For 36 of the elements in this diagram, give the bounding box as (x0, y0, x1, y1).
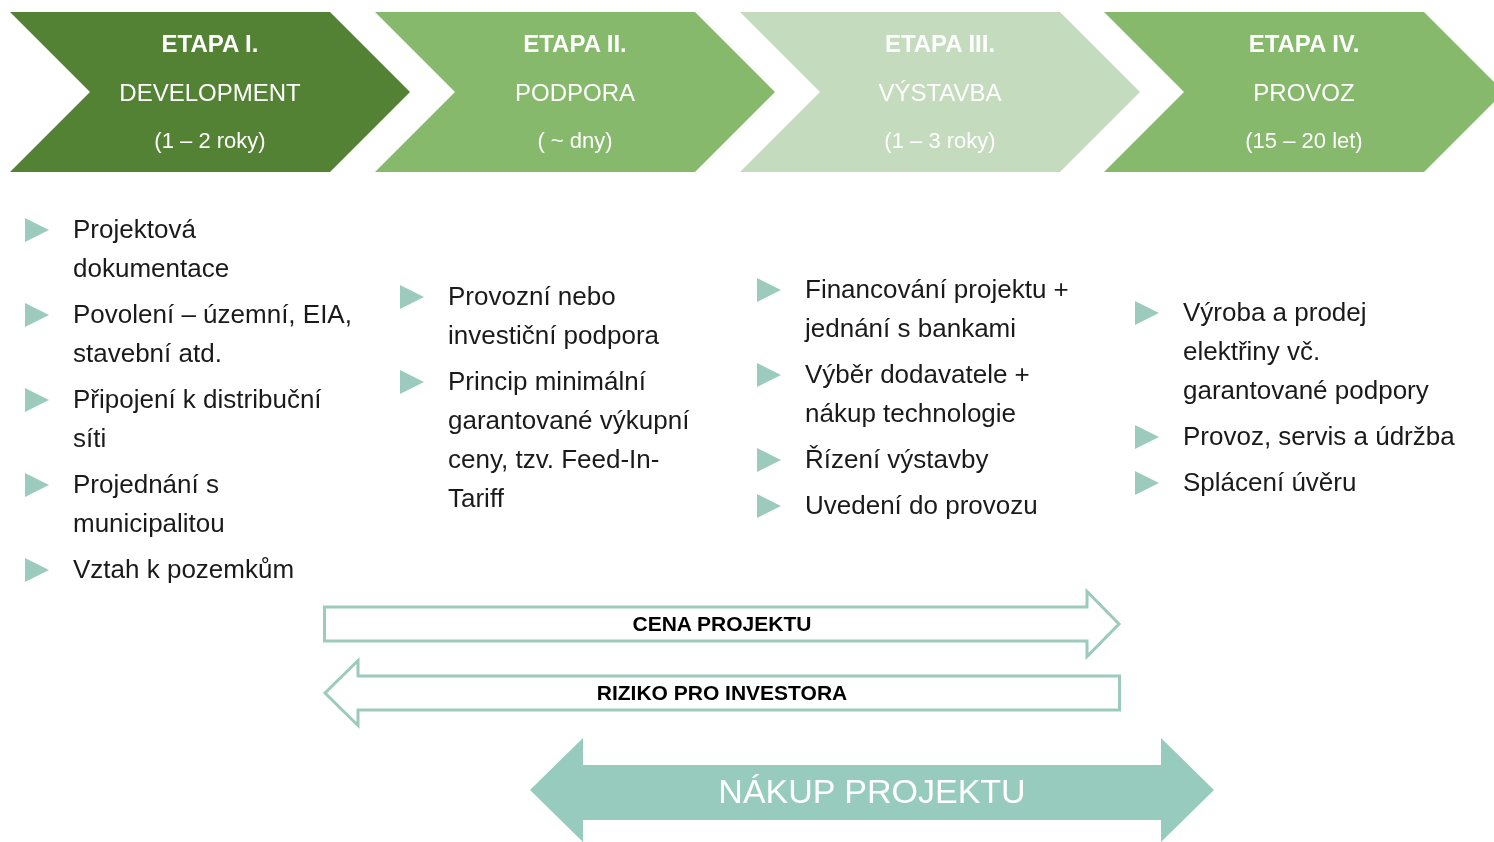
stage-number: ETAPA II. (522, 30, 628, 58)
stage-duration: ( ~ dny) (536, 128, 614, 154)
bullet-text: Provozní nebo investiční podpora (448, 280, 661, 352)
arrow-label: RIZIKO PRO INVESTORA (595, 681, 849, 705)
bullet-text: Uvedení do provozu (805, 489, 1038, 522)
stage-number: ETAPA I. (160, 30, 260, 58)
bullet-text: Provoz, servis a údržba (1183, 420, 1455, 453)
arrow-label: CENA PROJEKTU (631, 612, 813, 636)
stage-duration: (1 – 3 roky) (883, 128, 997, 154)
stage-number: ETAPA IV. (1247, 30, 1361, 58)
bullet-text: Výroba a prodej elektřiny vč. garantované podpory (1183, 296, 1430, 407)
trend-indicator (530, 738, 1214, 842)
bullet-text: Výběr dodavatele + nákup technologie (805, 358, 1031, 430)
trend-indicator (323, 659, 1121, 727)
stage-header (1104, 12, 1494, 172)
bullet-text: Povolení – územní, EIA, stavební atd. (73, 298, 353, 370)
trend-indicator (323, 590, 1121, 658)
stage-header (740, 12, 1140, 172)
bullet-text: Financování projektu + jednání s bankami (805, 273, 1070, 345)
arrow-label: NÁKUP PROJEKTU (717, 772, 1027, 811)
bullet-text: Princip minimální garantované výkupní ceny, tzv. Feed-In-Tariff (448, 365, 691, 515)
bullet-text: Připojení k distribuční síti (73, 383, 323, 455)
bullet-text: Vztah k pozemkům (73, 553, 295, 586)
stage-name: PODPORA (514, 79, 636, 107)
stage-duration: (15 – 20 let) (1244, 128, 1364, 154)
stage-name: PROVOZ (1252, 79, 1356, 107)
stage-name: VÝSTAVBA (877, 79, 1003, 107)
stage-name: DEVELOPMENT (118, 79, 302, 107)
bullet-text: Projednání s municipalitou (73, 468, 226, 540)
stage-header (10, 12, 410, 172)
bullet-text: Projektová dokumentace (73, 213, 231, 285)
stage-header (375, 12, 775, 172)
stage-duration: (1 – 2 roky) (153, 128, 267, 154)
stage-number: ETAPA III. (883, 30, 997, 58)
bullet-text: Splácení úvěru (1183, 466, 1357, 499)
bullet-text: Řízení výstavby (805, 443, 989, 476)
